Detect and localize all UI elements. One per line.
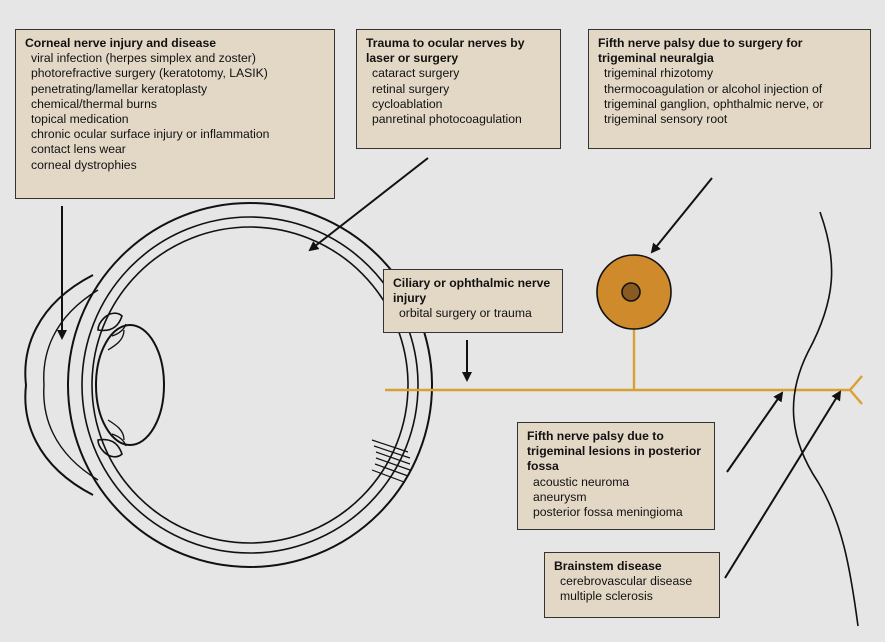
box-title: Trauma to ocular nerves by laser or surg… [366, 36, 525, 66]
nerve-fork-lower [849, 389, 863, 405]
list-item: trigeminal rhizotomy [604, 66, 714, 81]
list-item: corneal dystrophies [31, 157, 137, 172]
list-item: acoustic neuroma [533, 474, 630, 489]
eyeball-inner-wall [81, 216, 419, 554]
list-item: trigeminal ganglion, ophthalmic nerve, o… [604, 96, 824, 111]
list-item: cerebrovascular disease [560, 574, 693, 589]
box-fifth-nerve-surgery: Fifth nerve palsy due to surgery for tri… [588, 29, 871, 149]
eyeball [24, 202, 433, 568]
ciliary-body-lower [107, 419, 127, 447]
box-title: Fifth nerve palsy due to surgery for tri… [598, 36, 803, 66]
list-item: panretinal photocoagulation [372, 112, 522, 127]
box-brainstem-disease: Brainstem disease cerebrovascular diseas… [544, 552, 720, 618]
list-item: trigeminal sensory root [604, 112, 728, 127]
arrow-brainstem [724, 390, 842, 579]
box-trauma-ocular-nerves: Trauma to ocular nerves by laser or surg… [356, 29, 561, 149]
list-item: viral infection (herpes simplex and zost… [31, 51, 256, 66]
list-item: cycloablation [372, 96, 443, 111]
box-items: viral infection (herpes simplex and zost… [25, 51, 326, 173]
list-item: chemical/thermal burns [31, 96, 157, 111]
list-item: thermocoagulation or alcohol injection o… [604, 81, 823, 96]
iris-lower [97, 438, 123, 458]
box-title: Brainstem disease [554, 559, 662, 573]
list-item: chronic ocular surface injury or inflamm… [31, 127, 270, 142]
ciliary-body-upper [107, 323, 127, 351]
list-item: photorefractive surgery (keratotomy, LAS… [31, 66, 268, 81]
eyeball-outer-wall [67, 202, 433, 568]
arrow-trauma [308, 157, 429, 252]
eyeball-retina [91, 226, 409, 544]
list-item: penetrating/lamellar keratoplasty [31, 81, 208, 96]
box-fifth-nerve-lesions: Fifth nerve palsy due to trigeminal lesi… [517, 422, 715, 530]
cornea-inner [43, 289, 99, 481]
list-item: posterior fossa meningioma [533, 505, 683, 520]
iris-upper [97, 312, 123, 332]
cornea [24, 274, 94, 496]
optic-nerve-fibers [371, 439, 411, 483]
ganglion-nucleus [621, 282, 641, 302]
list-item: cataract surgery [372, 66, 460, 81]
box-title: Fifth nerve palsy due to trigeminal lesi… [527, 429, 702, 474]
lens [95, 324, 165, 446]
arrow-fifth-surgery [650, 177, 713, 254]
brainstem-outline-right [842, 280, 864, 560]
list-item: multiple sclerosis [560, 589, 653, 604]
box-corneal-nerve-injury: Corneal nerve injury and disease viral i… [15, 29, 335, 199]
nerve-fork-upper [849, 375, 863, 391]
brainstem-outline-left [792, 211, 859, 627]
box-items: orbital surgery or trauma [393, 306, 554, 321]
list-item: retinal surgery [372, 81, 450, 96]
list-item: orbital surgery or trauma [399, 306, 532, 321]
box-title: Corneal nerve injury and disease [25, 36, 217, 50]
box-items: cerebrovascular disease multiple scleros… [554, 574, 711, 604]
box-items: cataract surgery retinal surgery cycloab… [366, 66, 552, 127]
box-items: acoustic neuroma aneurysm posterior foss… [527, 475, 706, 521]
box-items: trigeminal rhizotomy thermocoagulation o… [598, 66, 862, 127]
box-ciliary-ophthalmic-injury: Ciliary or ophthalmic nerve injury orbit… [383, 269, 563, 333]
box-title: Ciliary or ophthalmic nerve injury [393, 276, 551, 306]
list-item: topical medication [31, 112, 129, 127]
list-item: contact lens wear [31, 142, 126, 157]
list-item: aneurysm [533, 489, 587, 504]
arrows [57, 157, 842, 579]
arrow-fifth-lesions [726, 391, 784, 473]
